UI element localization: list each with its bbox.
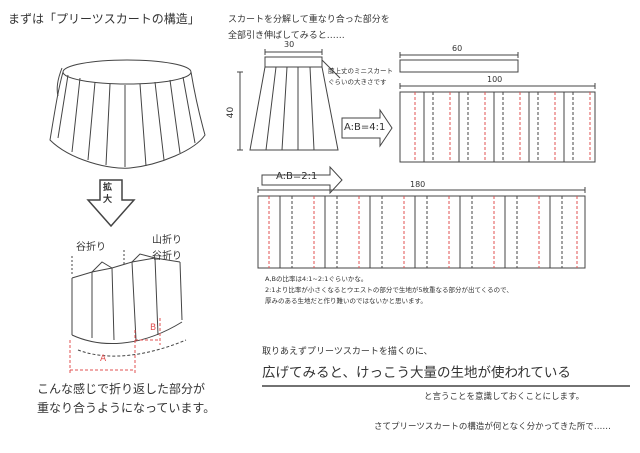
ratio-21-label: A:B=2:1 — [276, 171, 318, 182]
panel-180 — [257, 187, 586, 269]
mini-note-1: 膝上丈のミニスカート — [328, 67, 393, 75]
mini-note-2: ぐらいの大きさです — [328, 78, 387, 86]
label-a: A — [100, 354, 107, 364]
caption-line-1: こんな感じで折り返した部分が — [37, 382, 206, 396]
caption-line-2: 重なり合うようになっています。 — [37, 401, 216, 415]
mini-skirt-diagram — [237, 49, 341, 151]
fold-detail — [71, 250, 187, 357]
dim-100-label: 100 — [487, 75, 503, 84]
valley-fold-label-2: 谷折り — [152, 251, 182, 262]
valley-fold-label: 谷折り — [76, 242, 106, 253]
page-title: まずは「プリーツスカートの構造」 — [8, 12, 200, 26]
label-b: B — [150, 323, 157, 333]
note-line-3: 厚みのある生地だと作り難いのではないかと思います。 — [265, 297, 427, 305]
dim-180-label: 180 — [410, 180, 426, 189]
waist-strip-60 — [399, 52, 519, 73]
enlarge-char-1: 拡 — [103, 183, 113, 193]
enlarge-char-2: 大 — [103, 195, 113, 205]
intro-line-2: 全部引き伸ばしてみると…… — [228, 31, 345, 41]
panel-100 — [399, 83, 596, 163]
ratio-41-arrow — [341, 108, 393, 148]
dim-60-label: 60 — [452, 44, 463, 53]
enlarge-arrow — [86, 179, 136, 228]
follow-text: と言うことを意識しておくことにします。 — [424, 392, 585, 402]
mountain-fold-label: 山折り — [152, 235, 182, 246]
ratio-21-arrow — [261, 165, 343, 195]
intro-line-1: スカートを分解して重なり合った部分を — [228, 15, 390, 25]
note-line-2: 2:1より比率が小さくなるとウエストの部分で生地が5枚重なる部分が出てくるので、 — [265, 286, 513, 294]
ratio-41-label: A:B=4:1 — [344, 122, 386, 133]
measure-lines — [69, 318, 161, 375]
dim-30-label: 30 — [284, 40, 295, 49]
note-line-1: A,Bの比率は4:1~2:1ぐらいかな。 — [265, 275, 368, 283]
lead-text: 取りあえずプリーツスカートを描くのに、 — [262, 347, 433, 357]
dim-40-label: 40 — [226, 106, 237, 119]
closing-text: さてプリーツスカートの構造が何となく分かってきた所で…… — [374, 422, 611, 432]
skirt-sketch — [49, 59, 206, 169]
headline-text: 広げてみると、けっこう大量の生地が使われている — [262, 365, 571, 381]
